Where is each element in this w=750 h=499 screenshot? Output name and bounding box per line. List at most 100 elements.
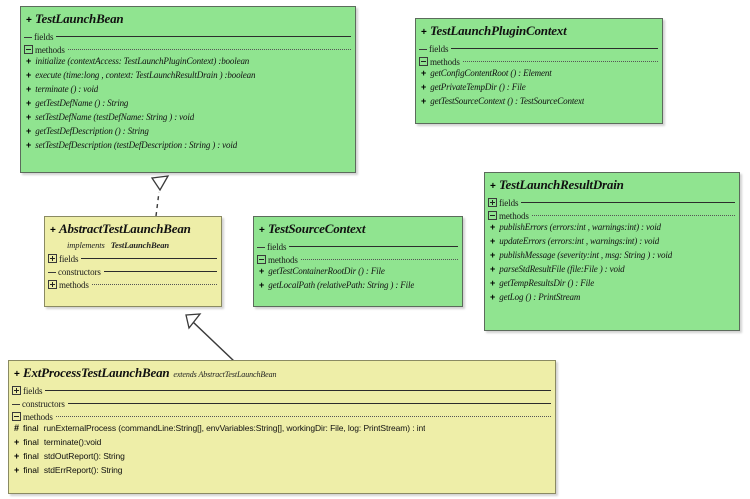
expander-minus-icon[interactable] bbox=[12, 412, 21, 421]
member-row[interactable]: + setTestDefDescription (testDefDescript… bbox=[21, 140, 355, 154]
member-row[interactable]: + final terminate():void bbox=[9, 437, 555, 451]
section-constructors[interactable]: constructors bbox=[45, 265, 221, 278]
member-row[interactable]: + execute (time:long , context: TestLaun… bbox=[21, 70, 355, 84]
section-fields[interactable]: fields bbox=[485, 196, 739, 209]
expander-plus-icon[interactable] bbox=[48, 280, 57, 289]
member-row[interactable]: + getTestContainerRootDir () : File bbox=[254, 266, 462, 280]
class-name: AbstractTestLaunchBean bbox=[59, 221, 191, 236]
expander-none-icon[interactable] bbox=[12, 403, 20, 405]
member-row[interactable]: + publishMessage (severity:int , msg: St… bbox=[485, 250, 739, 264]
class-header: +TestLaunchBean bbox=[21, 7, 355, 30]
member-visibility: + bbox=[490, 278, 496, 288]
expander-minus-icon[interactable] bbox=[488, 211, 497, 220]
section-label: constructors bbox=[58, 266, 101, 277]
class-box-testlaunchbean[interactable]: +TestLaunchBean fields methods + initial… bbox=[20, 6, 356, 173]
section-fields[interactable]: fields bbox=[45, 252, 221, 265]
relationship-generalization-ext-to-abstract bbox=[185, 313, 236, 363]
expander-plus-icon[interactable] bbox=[48, 254, 57, 263]
member-row[interactable]: # final runExternalProcess (commandLine:… bbox=[9, 423, 555, 437]
member-row[interactable]: + getLog () : PrintStream bbox=[485, 292, 739, 306]
member-row[interactable]: + final stdOutReport(): String bbox=[9, 451, 555, 465]
member-signature: updateErrors (errors:int , warnings:int)… bbox=[499, 236, 660, 246]
member-signature: getTestDefDescription () : String bbox=[35, 126, 149, 136]
member-row[interactable]: + terminate () : void bbox=[21, 84, 355, 98]
member-visibility: + bbox=[14, 465, 20, 475]
section-methods[interactable]: methods bbox=[485, 209, 739, 222]
section-rule bbox=[521, 202, 735, 203]
section-label: fields bbox=[23, 385, 43, 396]
member-visibility: + bbox=[490, 292, 496, 302]
member-row[interactable]: + publishErrors (errors:int , warnings:i… bbox=[485, 222, 739, 236]
expander-minus-icon[interactable] bbox=[257, 255, 266, 264]
member-visibility: + bbox=[490, 222, 496, 232]
section-fields[interactable]: fields bbox=[254, 240, 462, 253]
member-row[interactable]: + final stdErrReport(): String bbox=[9, 465, 555, 479]
member-row[interactable]: + getTestDefDescription () : String bbox=[21, 126, 355, 140]
section-label: fields bbox=[429, 43, 449, 54]
member-signature: setTestDefName (testDefName: String ) : … bbox=[35, 112, 195, 122]
member-row[interactable]: + getTestSourceContext () : TestSourceCo… bbox=[416, 96, 662, 110]
member-row[interactable]: + getPrivateTempDir () : File bbox=[416, 82, 662, 96]
member-signature: runExternalProcess (commandLine:String[]… bbox=[43, 423, 426, 433]
member-signature: stdOutReport(): String bbox=[43, 451, 125, 461]
member-signature: getLocalPath (relativePath: String ) : F… bbox=[268, 280, 415, 290]
member-visibility: + bbox=[259, 280, 265, 290]
section-methods[interactable]: methods bbox=[21, 43, 355, 56]
section-fields[interactable]: fields bbox=[416, 42, 662, 55]
section-rule bbox=[462, 61, 658, 62]
class-name: TestLaunchBean bbox=[35, 11, 124, 26]
member-visibility: + bbox=[490, 236, 496, 246]
section-rule bbox=[55, 416, 551, 417]
member-visibility: + bbox=[259, 266, 265, 276]
expander-none-icon[interactable] bbox=[257, 246, 265, 248]
member-visibility: + bbox=[421, 96, 427, 106]
section-label: methods bbox=[35, 44, 65, 55]
member-row[interactable]: + getTempResultsDir () : File bbox=[485, 278, 739, 292]
section-constructors[interactable]: constructors bbox=[9, 397, 555, 410]
section-methods[interactable]: methods bbox=[416, 55, 662, 68]
member-row[interactable]: + parseStdResultFile (file:File ) : void bbox=[485, 264, 739, 278]
member-signature: getConfigContentRoot () : Element bbox=[430, 68, 552, 78]
expander-plus-icon[interactable] bbox=[12, 386, 21, 395]
section-label: methods bbox=[268, 254, 298, 265]
member-signature: terminate():void bbox=[43, 437, 102, 447]
expander-plus-icon[interactable] bbox=[488, 198, 497, 207]
member-signature: getPrivateTempDir () : File bbox=[430, 82, 526, 92]
implements-keyword: implements bbox=[67, 240, 105, 250]
class-box-testlaunchplugincontext[interactable]: +TestLaunchPluginContext fields methods … bbox=[415, 18, 663, 124]
member-row[interactable]: + getLocalPath (relativePath: String ) :… bbox=[254, 280, 462, 294]
expander-minus-icon[interactable] bbox=[419, 57, 428, 66]
member-visibility: + bbox=[26, 84, 32, 94]
relationship-realization-abstract-to-interface bbox=[150, 175, 170, 217]
section-methods[interactable]: methods bbox=[9, 410, 555, 423]
class-box-testsourcecontext[interactable]: +TestSourceContext fields methods + getT… bbox=[253, 216, 463, 307]
section-rule bbox=[531, 215, 735, 216]
section-rule bbox=[67, 49, 351, 50]
section-fields[interactable]: fields bbox=[9, 384, 555, 397]
section-label: fields bbox=[499, 197, 519, 208]
expander-none-icon[interactable] bbox=[419, 48, 427, 50]
expander-none-icon[interactable] bbox=[48, 271, 56, 273]
section-fields[interactable]: fields bbox=[21, 30, 355, 43]
member-signature: getLog () : PrintStream bbox=[499, 292, 581, 302]
member-row[interactable]: + setTestDefName (testDefName: String ) … bbox=[21, 112, 355, 126]
section-methods[interactable]: methods bbox=[254, 253, 462, 266]
class-box-testlaunchresultdrain[interactable]: +TestLaunchResultDrain fields methods + … bbox=[484, 172, 740, 331]
section-methods[interactable]: methods bbox=[45, 278, 221, 291]
member-row[interactable]: + getTestDefName () : String bbox=[21, 98, 355, 112]
member-row[interactable]: + updateErrors (errors:int , warnings:in… bbox=[485, 236, 739, 250]
section-label: methods bbox=[430, 56, 460, 67]
class-header: +TestLaunchResultDrain bbox=[485, 173, 739, 196]
member-row[interactable]: + initialize (contextAccess: TestLaunchP… bbox=[21, 56, 355, 70]
section-rule bbox=[81, 258, 217, 259]
member-visibility: + bbox=[26, 70, 32, 80]
member-row[interactable]: + getConfigContentRoot () : Element bbox=[416, 68, 662, 82]
member-visibility: + bbox=[421, 82, 427, 92]
member-signature: getTestContainerRootDir () : File bbox=[268, 266, 385, 276]
member-visibility: + bbox=[14, 437, 20, 447]
expander-minus-icon[interactable] bbox=[24, 45, 33, 54]
expander-none-icon[interactable] bbox=[24, 36, 32, 38]
